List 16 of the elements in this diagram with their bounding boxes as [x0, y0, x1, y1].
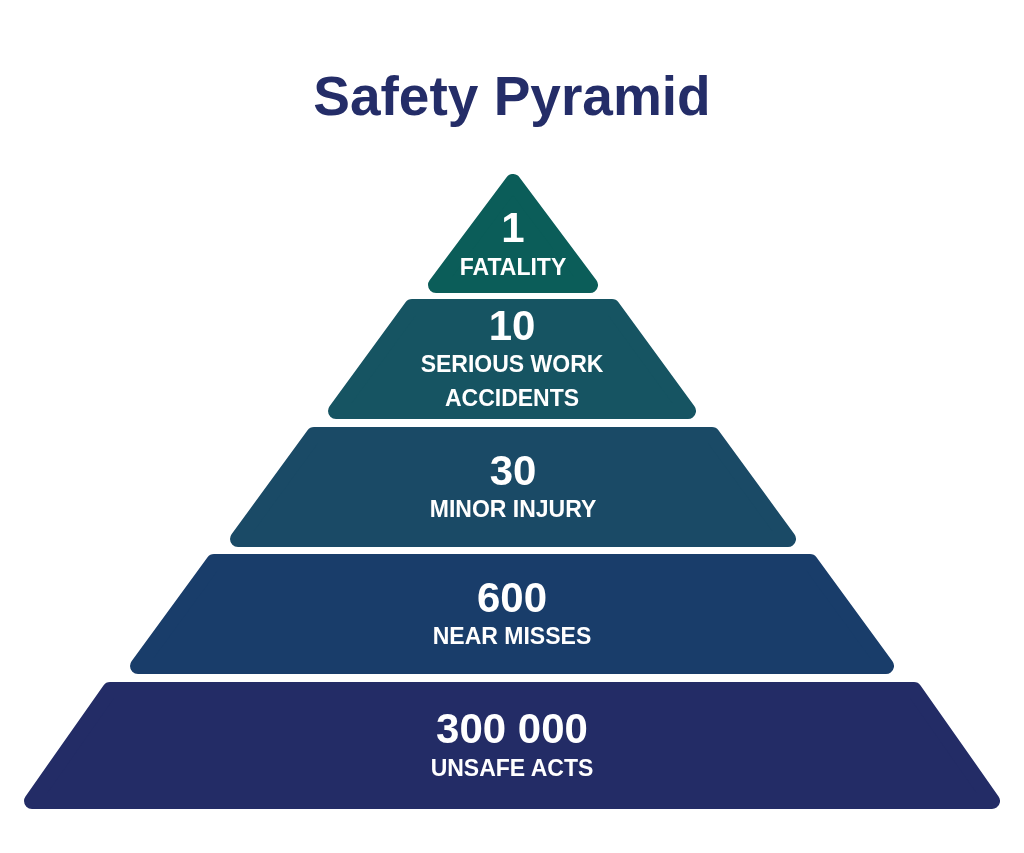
pyramid-tier: [130, 554, 894, 674]
pyramid-tier: [24, 682, 1000, 809]
pyramid-tier: [230, 427, 796, 547]
count-number: 30: [489, 447, 537, 493]
count-number: 1: [501, 205, 525, 251]
diagram-title: Safety Pyramid: [313, 66, 711, 127]
tier-label: MINOR INJURY: [428, 495, 598, 524]
pyramid-tier: [328, 299, 696, 419]
pyramid-tier: [428, 174, 598, 293]
tier-label: NEAR MISSES: [431, 622, 593, 651]
tier-label: FATALITY: [458, 252, 568, 282]
count-number: 600: [476, 574, 548, 620]
count-number: 300 000: [436, 706, 588, 752]
tier-label: SERIOUS WORK ACCIDENTS: [419, 350, 605, 413]
count-number: 10: [488, 302, 536, 349]
tier-label: UNSAFE ACTS: [429, 753, 595, 783]
